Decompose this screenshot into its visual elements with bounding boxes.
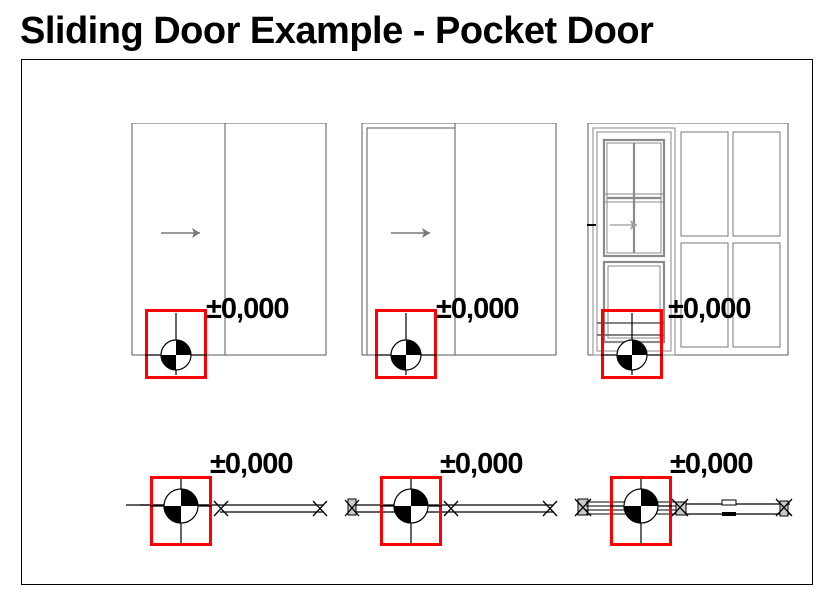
elevation-1-geometry: [131, 123, 327, 356]
elevation-framed-sliding-door[interactable]: ±0,000: [341, 123, 571, 379]
page-title: Sliding Door Example - Pocket Door: [20, 10, 654, 52]
level-marker-glyph: [584, 478, 698, 544]
elevation-glazed-panel-door[interactable]: ±0,000: [567, 123, 807, 379]
drawing-canvas[interactable]: ±0,000 ±0,000: [21, 59, 813, 585]
level-marker-glyph: [575, 313, 689, 375]
plan-2-geometry: [344, 498, 558, 517]
grip-marker: [344, 499, 360, 517]
level-marker-glyph: [124, 478, 238, 544]
grip-marker: [775, 498, 793, 517]
level-label: ±0,000: [670, 448, 753, 480]
selection-box[interactable]: [375, 309, 437, 379]
level-datum-marker[interactable]: [349, 309, 463, 384]
level-label: ±0,000: [436, 293, 519, 325]
selection-box[interactable]: [610, 476, 672, 546]
level-label: ±0,000: [440, 448, 523, 480]
level-label: ±0,000: [206, 293, 289, 325]
level-marker-glyph: [119, 313, 233, 375]
selection-box[interactable]: [380, 476, 442, 546]
level-datum-marker[interactable]: [119, 309, 233, 384]
slide-direction-arrow: [587, 220, 637, 230]
selection-box[interactable]: [150, 476, 212, 546]
level-datum-marker[interactable]: [354, 476, 468, 551]
level-label: ±0,000: [210, 448, 293, 480]
plan-pocket-door-detail[interactable]: ±0,000: [562, 440, 812, 550]
plan-plain-sliding-door[interactable]: ±0,000: [102, 440, 342, 550]
level-marker-glyph: [349, 313, 463, 375]
plan-framed-sliding-door[interactable]: ±0,000: [332, 440, 572, 550]
jamb-bracket: [347, 498, 357, 516]
grip-marker: [213, 500, 229, 517]
level-datum-marker[interactable]: [124, 476, 238, 551]
level-label: ±0,000: [668, 293, 751, 325]
slide-direction-arrow: [161, 228, 200, 238]
selection-box[interactable]: [145, 309, 207, 379]
slide-direction-arrow: [391, 228, 430, 238]
grip-marker: [542, 500, 558, 517]
grip-marker: [443, 500, 459, 517]
door-handle: [721, 499, 737, 516]
level-datum-marker[interactable]: [575, 309, 689, 384]
grip-marker: [312, 500, 328, 517]
level-datum-marker[interactable]: [584, 476, 698, 551]
grip-marker: [671, 498, 689, 517]
selection-box[interactable]: [601, 309, 663, 379]
level-marker-glyph: [354, 478, 468, 544]
elevation-plain-sliding-door[interactable]: ±0,000: [111, 123, 341, 379]
